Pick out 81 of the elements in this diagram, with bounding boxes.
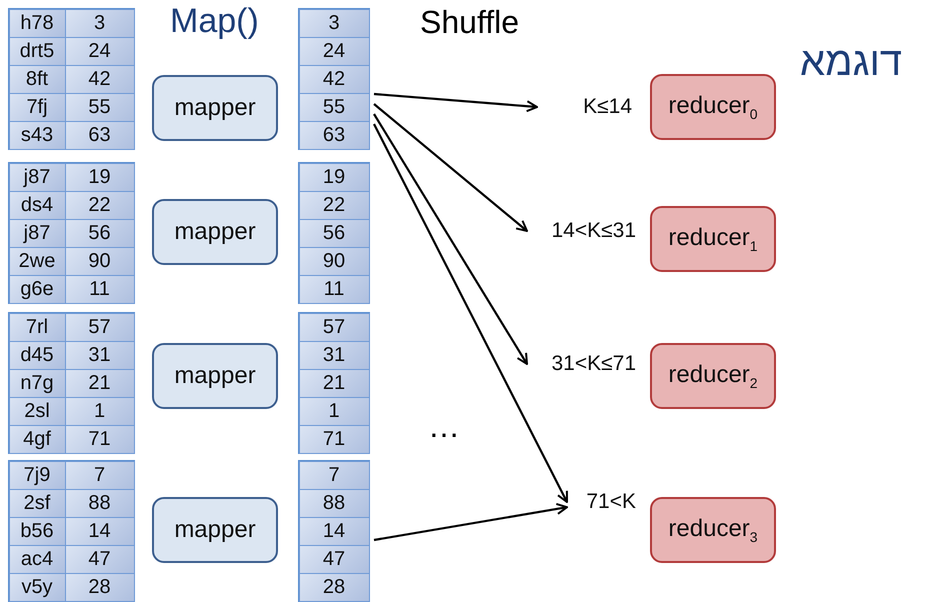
- arrow: [374, 502, 568, 542]
- mapper-box: mapper: [152, 75, 278, 141]
- table-cell: v5y: [8, 572, 66, 602]
- table-cell: 14: [64, 516, 134, 546]
- table-cell: 71: [64, 424, 134, 454]
- arrow: [374, 92, 538, 112]
- table-cell: 31: [64, 340, 134, 370]
- table-cell: d45: [8, 340, 66, 370]
- table-cell: 42: [298, 64, 370, 94]
- table-cell: 7: [298, 460, 370, 490]
- table-cell: 90: [298, 246, 370, 276]
- table-cell: 56: [298, 218, 370, 248]
- arrow: [373, 103, 528, 232]
- shuffle-heading: Shuffle: [420, 4, 520, 41]
- title: דוגמא: [800, 40, 902, 85]
- table-cell: 88: [298, 488, 370, 518]
- table-cell: 42: [64, 64, 134, 94]
- table-cell: 7fj: [8, 92, 66, 122]
- table-cell: 1: [64, 396, 134, 426]
- table-cell: 24: [298, 36, 370, 66]
- table-cell: n7g: [8, 368, 66, 398]
- table-cell: g6e: [8, 274, 66, 304]
- arrow: [373, 113, 528, 365]
- key-range-label: 71<K: [570, 489, 636, 515]
- table-cell: 55: [298, 92, 370, 122]
- table-cell: 7: [64, 460, 134, 490]
- mapper-box: mapper: [152, 343, 278, 409]
- table-cell: 28: [298, 572, 370, 602]
- table-cell: 11: [64, 274, 134, 304]
- table-cell: 57: [64, 312, 134, 342]
- table-cell: 2sl: [8, 396, 66, 426]
- key-range-label: K≤14: [540, 94, 632, 120]
- table-cell: 2sf: [8, 488, 66, 518]
- table-cell: 90: [64, 246, 134, 276]
- table-cell: ds4: [8, 190, 66, 220]
- table-cell: h78: [8, 8, 66, 38]
- table-cell: 57: [298, 312, 370, 342]
- mapper-box: mapper: [152, 199, 278, 265]
- reducer-box: reducer$_{0}$: [650, 74, 776, 140]
- table-cell: 2we: [8, 246, 66, 276]
- table-cell: drt5: [8, 36, 66, 66]
- reducer-box: reducer$_{2}$: [650, 343, 776, 409]
- table-cell: ac4: [8, 544, 66, 574]
- table-cell: 24: [64, 36, 134, 66]
- table-cell: 28: [64, 572, 134, 602]
- table-cell: 21: [298, 368, 370, 398]
- table-cell: s43: [8, 120, 66, 150]
- reducer-box: reducer$_{1}$: [650, 206, 776, 272]
- key-range-label: 31<K≤71: [530, 351, 636, 377]
- mapper-box: mapper: [152, 497, 278, 563]
- reducer-box: reducer$_{3}$: [650, 497, 776, 563]
- arrow: [373, 124, 568, 503]
- table-cell: 11: [298, 274, 370, 304]
- table-cell: 71: [298, 424, 370, 454]
- table-cell: 1: [298, 396, 370, 426]
- table-cell: 88: [64, 488, 134, 518]
- table-cell: j87: [8, 162, 66, 192]
- table-cell: 55: [64, 92, 134, 122]
- table-cell: 19: [64, 162, 134, 192]
- table-cell: 7rl: [8, 312, 66, 342]
- table-cell: 22: [298, 190, 370, 220]
- key-range-label: 14<K≤31: [530, 218, 636, 244]
- table-cell: 14: [298, 516, 370, 546]
- table-cell: 56: [64, 218, 134, 248]
- table-cell: 7j9: [8, 460, 66, 490]
- ellipsis: …: [428, 408, 460, 445]
- table-cell: 47: [298, 544, 370, 574]
- table-cell: j87: [8, 218, 66, 248]
- table-cell: 47: [64, 544, 134, 574]
- table-cell: 8ft: [8, 64, 66, 94]
- table-cell: 4gf: [8, 424, 66, 454]
- table-cell: 3: [298, 8, 370, 38]
- table-cell: 19: [298, 162, 370, 192]
- table-cell: 63: [64, 120, 134, 150]
- table-cell: 22: [64, 190, 134, 220]
- table-cell: 21: [64, 368, 134, 398]
- table-cell: 3: [64, 8, 134, 38]
- table-cell: 31: [298, 340, 370, 370]
- map-heading: Map(): [170, 2, 259, 41]
- table-cell: 63: [298, 120, 370, 150]
- table-cell: b56: [8, 516, 66, 546]
